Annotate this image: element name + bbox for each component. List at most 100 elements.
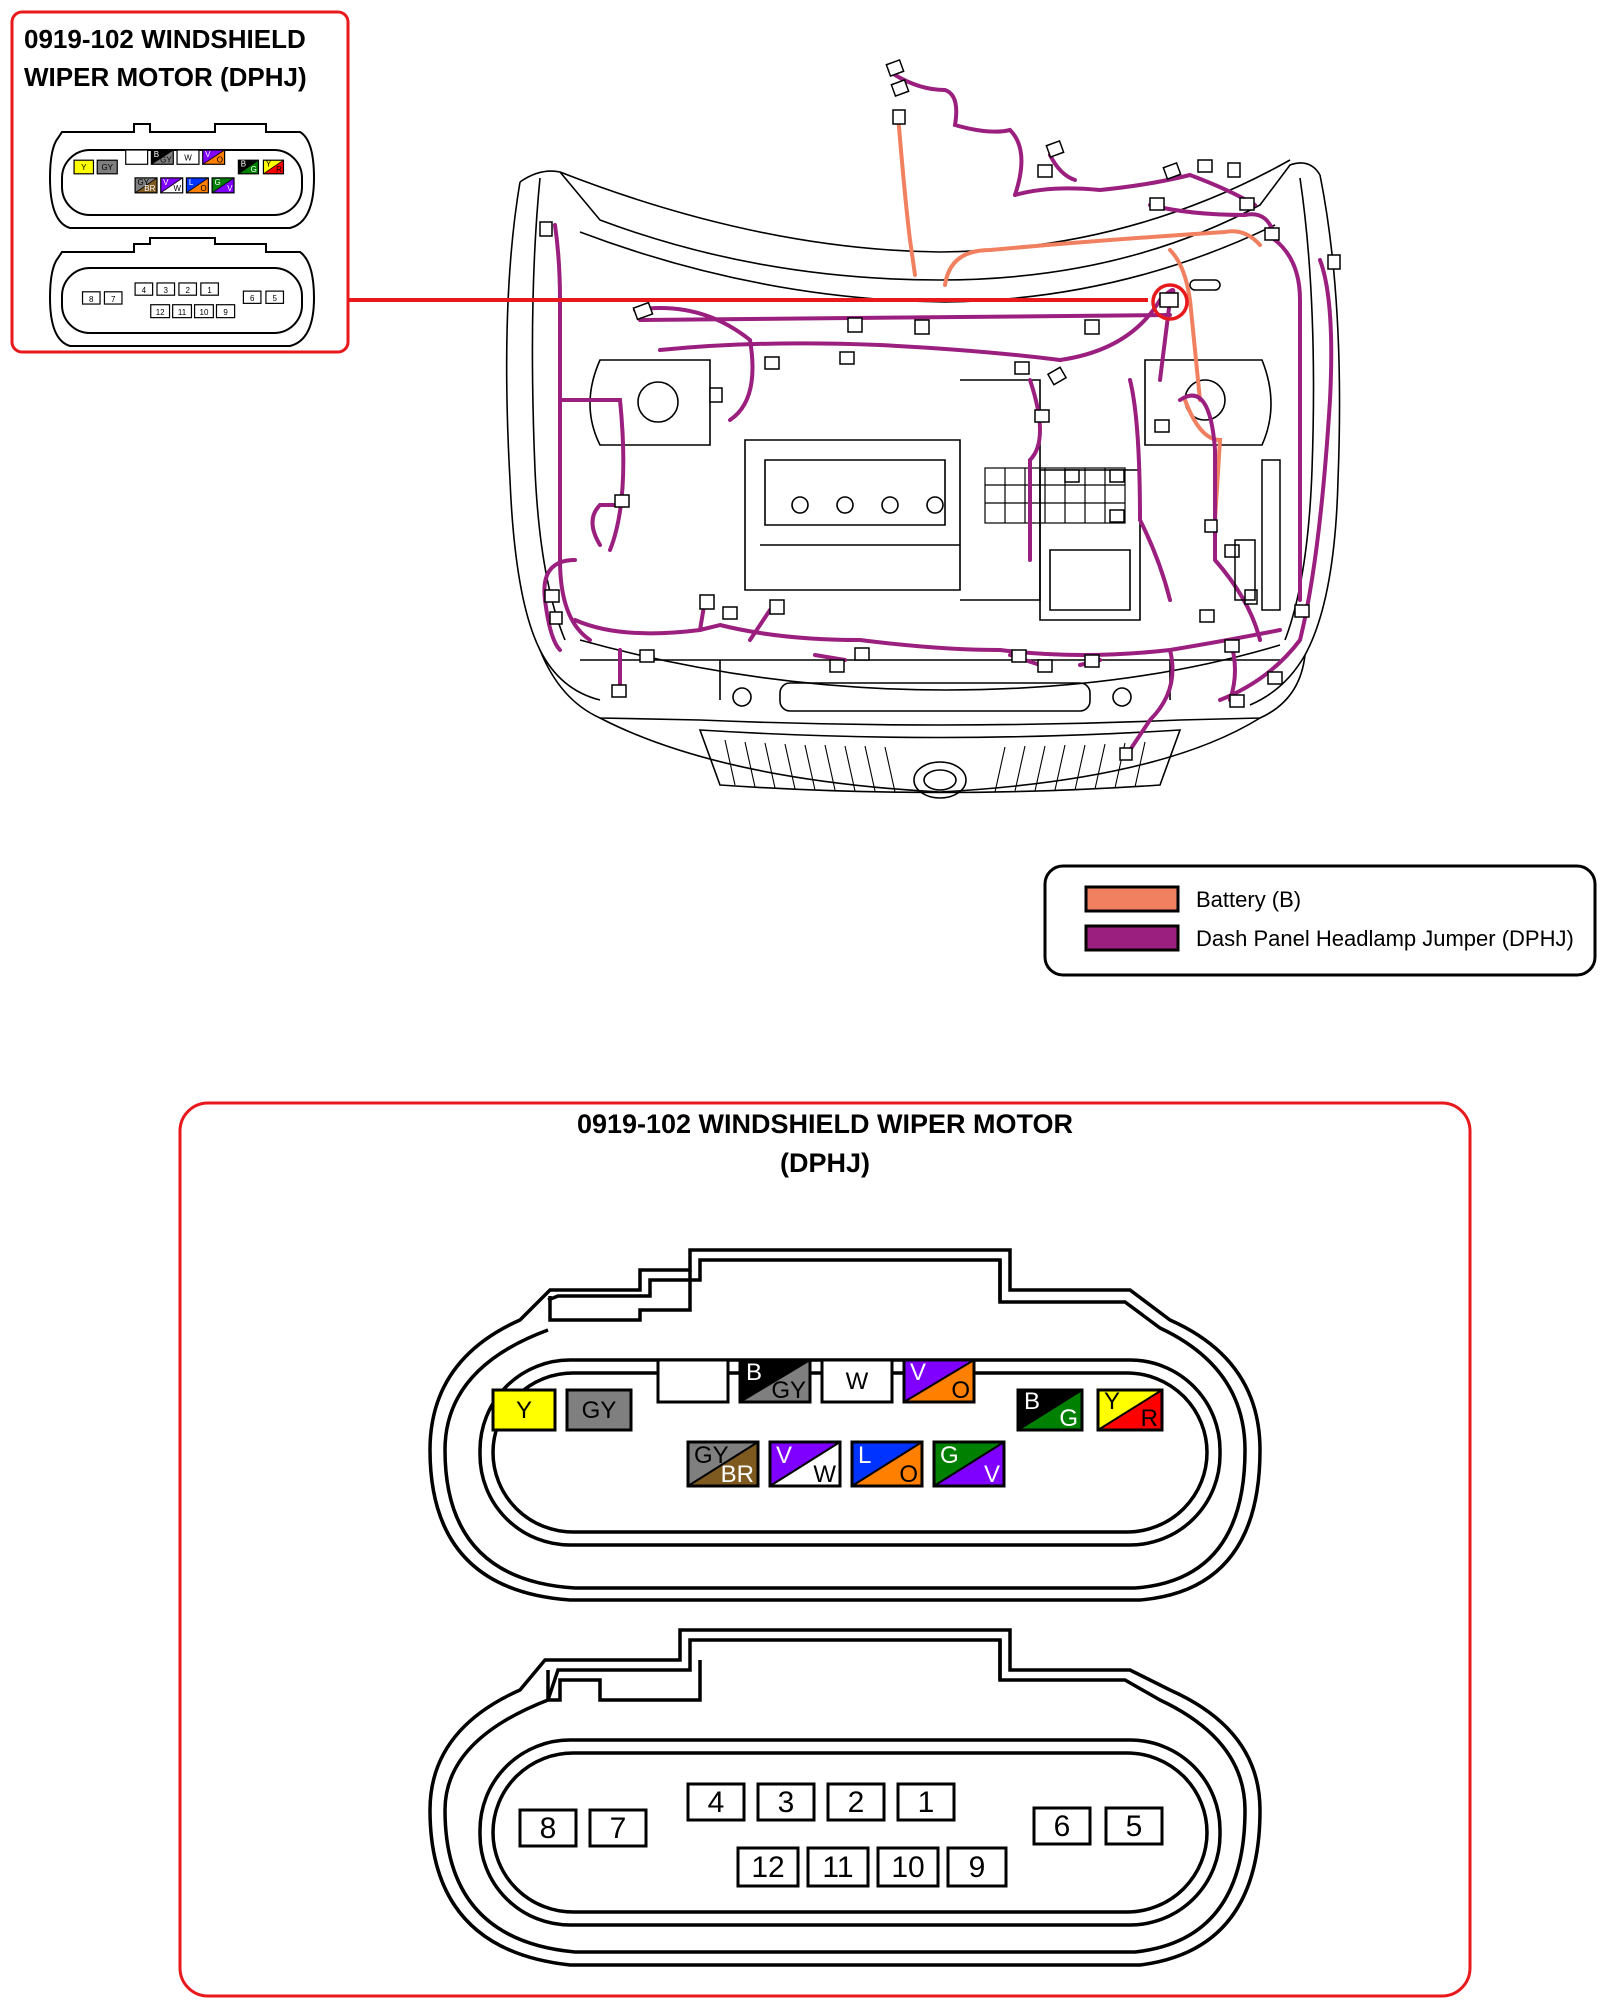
pin-color (177, 150, 199, 165)
pin-code-tracer: G (251, 165, 257, 174)
wire-pin-w: W (176, 149, 200, 165)
inset-callout: 0919-102 WINDSHIELD WIPER MOTOR (DPHJ) Y… (10, 10, 1189, 354)
pin-cell-7: 7 (588, 1808, 648, 1848)
pin-cell-2: 2 (826, 1782, 886, 1822)
pin-number: 5 (1126, 1810, 1143, 1843)
pin-cell-box (150, 304, 171, 319)
pin-cell-8: 8 (81, 291, 101, 305)
pin-cell-4: 4 (134, 282, 154, 296)
wire-pin-y: Y (73, 159, 95, 175)
pin-code-primary: Y (266, 160, 272, 169)
pin-code-primary: GY (138, 178, 150, 187)
pin-divider (134, 177, 158, 194)
pin-color (125, 150, 148, 165)
pin-outline (738, 1358, 812, 1404)
pin-number: 4 (142, 286, 147, 295)
pin-number-connector-housing (428, 1628, 1262, 1967)
inset-title-line2: WIPER MOTOR (DPHJ) (24, 62, 307, 92)
wire-pin-v-w: VW (768, 1440, 842, 1488)
legend-label-dphj: Dash Panel Headlamp Jumper (DPHJ) (1196, 926, 1574, 951)
pin-cell-box (826, 1782, 886, 1822)
inset-title-line1: 0919-102 WINDSHIELD (24, 24, 306, 54)
wire-pin-b-g: BG (237, 159, 260, 175)
pin-cell-10: 10 (876, 1846, 940, 1888)
pin-cell-box (200, 282, 219, 296)
pin-code-tracer: G (1059, 1405, 1078, 1432)
pin-divider (211, 177, 235, 194)
pin-code-primary: V (776, 1442, 792, 1469)
harness-connectors (539, 59, 1341, 761)
pin-code-tracer: R (276, 165, 282, 174)
pin-outline (125, 149, 149, 165)
pin-outline (565, 1388, 633, 1432)
pin-code-tracer: O (899, 1461, 918, 1488)
pin-divider (1017, 1389, 1083, 1431)
pin-divider (903, 1359, 975, 1403)
wire-pin-g-v: GV (211, 177, 235, 194)
pin-number: 9 (969, 1851, 986, 1884)
pin-number: 3 (164, 286, 169, 295)
pin-cell-box (686, 1782, 746, 1822)
pin-color (658, 1360, 728, 1402)
pin-outline (73, 159, 95, 175)
pin-cell-9: 9 (215, 304, 236, 319)
pin-outline (1016, 1388, 1084, 1432)
pin-number: 7 (610, 1812, 627, 1845)
pin-outline (134, 177, 158, 194)
legend: Battery (B) Dash Panel Headlamp Jumper (… (1043, 864, 1597, 977)
wire-pin-l-o: LO (850, 1440, 924, 1488)
callout-target-circle (1151, 283, 1189, 321)
pin-divider (238, 159, 259, 175)
pin-code-tracer: BR (721, 1461, 754, 1488)
pin-cell-box (193, 304, 214, 319)
pin-cell-box (736, 1846, 800, 1888)
pin-code-tracer: O (217, 156, 223, 165)
pin-cell-11: 11 (172, 304, 193, 319)
pin-outline (932, 1440, 1006, 1488)
battery-harness (896, 113, 1262, 522)
pin-code-primary: Y (1104, 1388, 1120, 1415)
wiper-motor-connector-location (1159, 292, 1179, 308)
pin-outline (491, 1388, 557, 1432)
wire-pin-b-gy: BGY (738, 1358, 812, 1404)
pin-cell-6: 6 (1032, 1806, 1092, 1846)
pin-outline (237, 159, 260, 175)
detail-title-line1: 0919-102 WINDSHIELD WIPER MOTOR (577, 1109, 1073, 1139)
pin-code-primary: GY (694, 1442, 729, 1469)
pin-cell-10: 10 (193, 304, 214, 319)
pin-outline (850, 1440, 924, 1488)
pin-code-primary: B (746, 1359, 762, 1386)
legend-label-battery: Battery (B) (1196, 887, 1301, 912)
pin-number: 11 (178, 308, 187, 317)
wire-pin-v-w: VW (160, 177, 184, 194)
pin-code: Y (81, 163, 87, 172)
pin-divider (151, 149, 174, 165)
wire-pin-blank (125, 149, 149, 165)
legend-box (1043, 864, 1597, 977)
pin-cell-box (518, 1808, 578, 1848)
pin-code-tracer: O (201, 184, 207, 193)
pin-cell-box (756, 1782, 816, 1822)
pin-outline (96, 159, 118, 175)
pin-color (567, 1390, 631, 1430)
pin-outline (820, 1358, 894, 1404)
pin-cell-3: 3 (756, 1782, 816, 1822)
pin-cell-8: 8 (518, 1808, 578, 1848)
pin-number: 2 (848, 1786, 865, 1819)
pin-outline (185, 177, 209, 194)
pin-color (493, 1390, 555, 1430)
pin-cell-box (1032, 1806, 1092, 1846)
pin-number: 3 (778, 1786, 795, 1819)
pin-divider (933, 1441, 1005, 1487)
pin-divider (769, 1441, 841, 1487)
pin-outline (150, 149, 174, 165)
pin-cell-box (265, 290, 285, 304)
pin-number: 2 (185, 286, 190, 295)
pin-cell-box (896, 1782, 956, 1822)
pin-outline (176, 149, 200, 165)
pin-cell-box (1104, 1806, 1164, 1846)
